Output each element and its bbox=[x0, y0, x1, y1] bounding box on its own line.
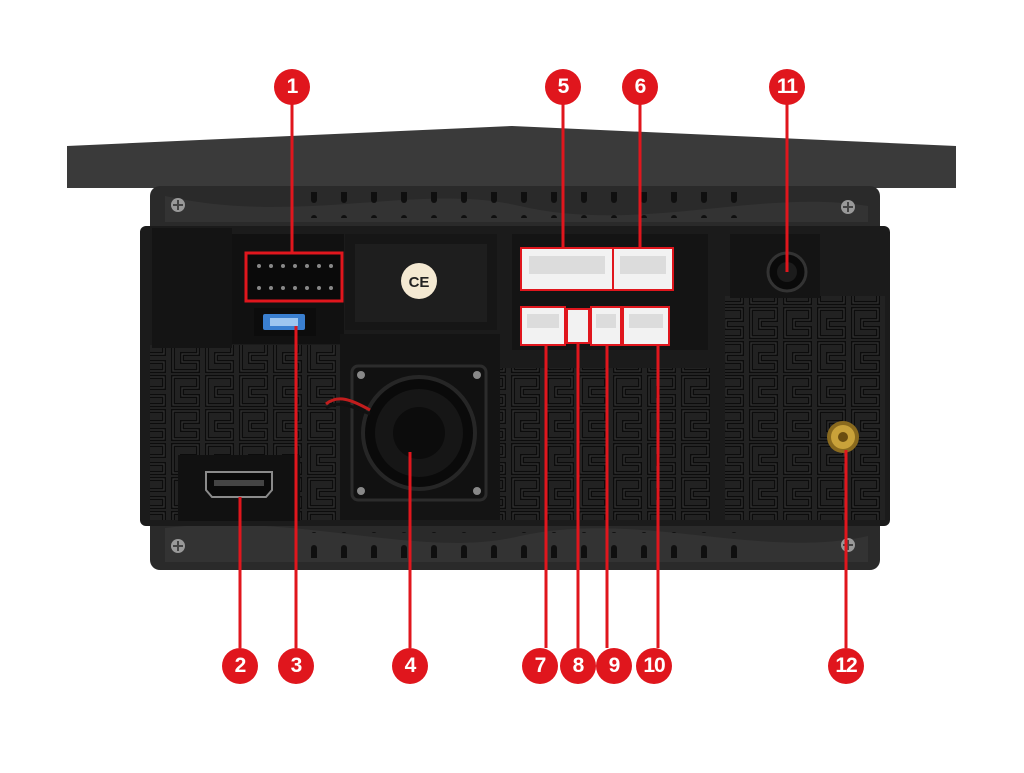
callout-8: 8 bbox=[560, 648, 596, 684]
left-housing bbox=[152, 228, 232, 348]
callout-1: 1 bbox=[274, 69, 310, 105]
vent-slots-top bbox=[300, 192, 740, 218]
callout-2: 2 bbox=[222, 648, 258, 684]
screws bbox=[171, 198, 855, 553]
callout-12: 12 bbox=[828, 648, 864, 684]
connector-6 bbox=[612, 247, 674, 291]
leader-lines bbox=[238, 104, 848, 648]
round-antenna-jack bbox=[730, 234, 820, 298]
callout-6: 6 bbox=[622, 69, 658, 105]
connector-5 bbox=[520, 247, 614, 291]
ce-module: CE bbox=[345, 234, 497, 330]
callout-5: 5 bbox=[545, 69, 581, 105]
heatsink-fins-center bbox=[500, 368, 710, 520]
gold-coax-connector bbox=[827, 421, 859, 453]
top-lid bbox=[67, 126, 956, 188]
vent-slots-bottom bbox=[300, 532, 740, 558]
callout-10: 10 bbox=[636, 648, 672, 684]
callout-4: 4 bbox=[392, 648, 428, 684]
connector-7 bbox=[520, 306, 566, 346]
callout-7: 7 bbox=[522, 648, 558, 684]
cooling-fan bbox=[325, 334, 500, 520]
connector-10 bbox=[622, 306, 670, 346]
callout-11: 11 bbox=[769, 69, 805, 105]
main-harness-connector bbox=[244, 251, 344, 303]
connector-8 bbox=[566, 308, 590, 344]
fuse-holder bbox=[254, 308, 316, 336]
callout-3: 3 bbox=[278, 648, 314, 684]
connector-9 bbox=[590, 306, 622, 346]
heatsink-fins-right bbox=[725, 296, 885, 520]
callout-9: 9 bbox=[596, 648, 632, 684]
ce-mark: CE bbox=[409, 274, 430, 291]
